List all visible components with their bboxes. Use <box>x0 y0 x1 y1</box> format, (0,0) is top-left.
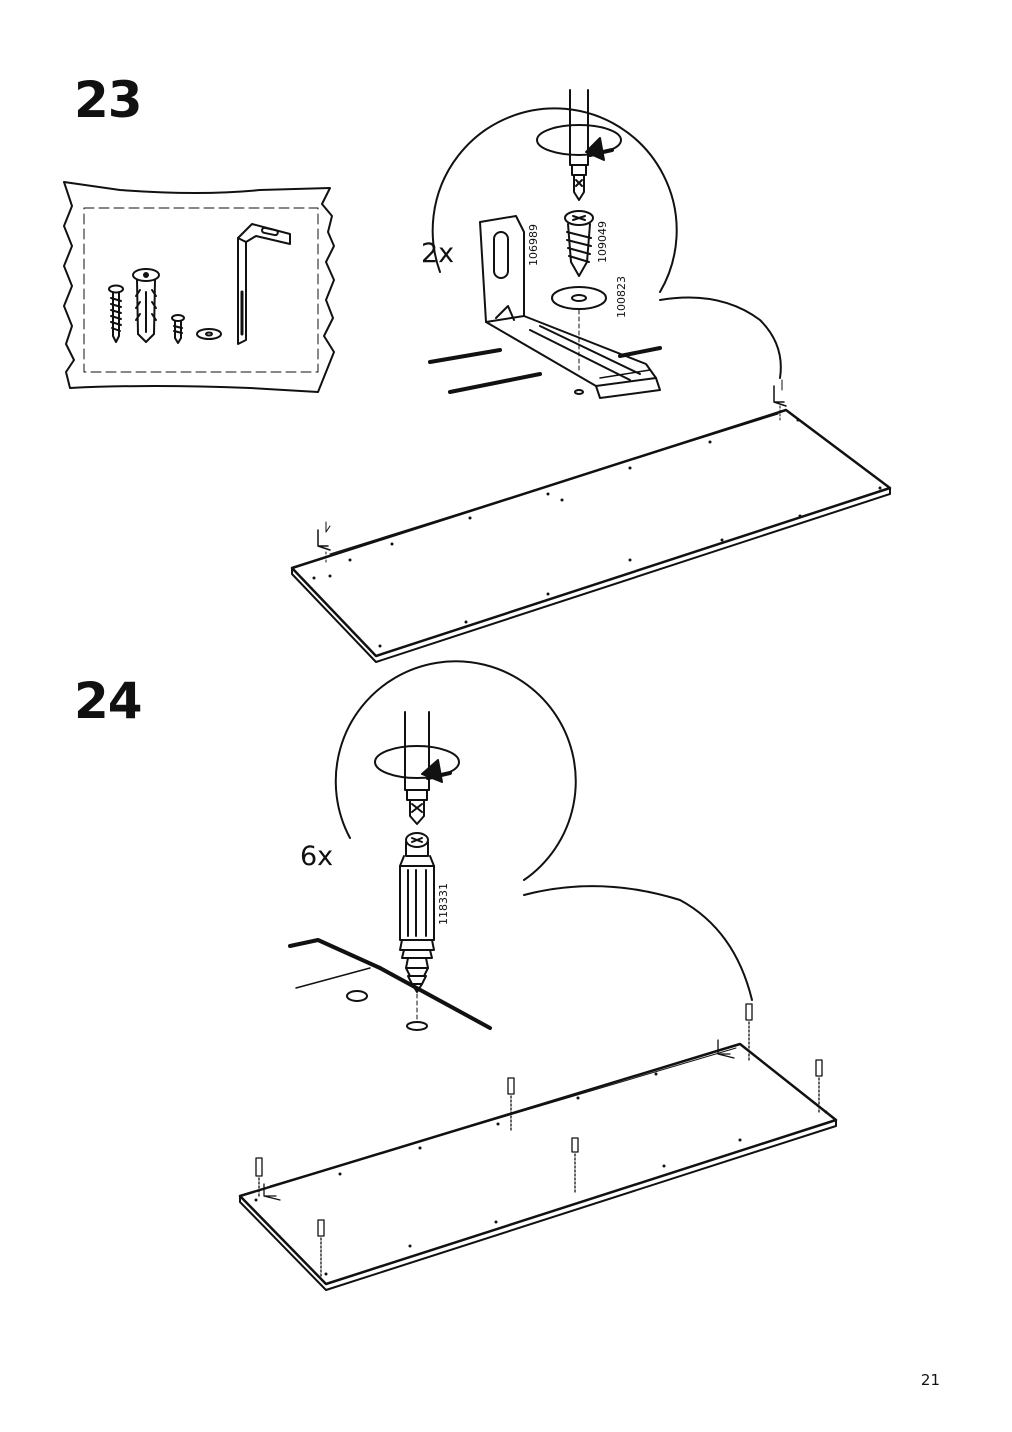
screw-icon <box>108 284 124 343</box>
panel-icon <box>238 1042 838 1291</box>
screwdriver-icon <box>404 711 430 825</box>
page-number: 21 <box>920 1371 940 1389</box>
small-screw-icon <box>171 314 185 344</box>
bracket-icon <box>237 223 291 345</box>
part-number-screw: 109049 <box>596 221 609 263</box>
part-number-bracket: 106989 <box>527 224 540 266</box>
detail-circle <box>431 107 782 379</box>
step-23-number: 23 <box>74 71 143 129</box>
washer-icon <box>196 328 222 340</box>
wall-plug-icon <box>132 268 160 343</box>
small-bracket-icon <box>317 379 787 565</box>
screwdriver-icon <box>569 89 589 201</box>
rotation-arrow-icon <box>536 124 622 161</box>
part-number-washer: 100823 <box>615 276 628 318</box>
panel-dowel-icon <box>255 1003 823 1277</box>
detail-washer-icon <box>551 286 607 310</box>
detail-bracket-icon <box>479 215 661 399</box>
rotation-arrow-icon <box>374 745 460 783</box>
hardware-bag-icon <box>63 181 335 393</box>
part-number-dowel: 118331 <box>437 883 450 925</box>
detail-circle <box>334 660 753 1001</box>
step-24-number: 24 <box>74 672 143 730</box>
step-24-quantity: 6x <box>300 841 334 872</box>
dowel-icon <box>399 832 435 993</box>
panel-icon <box>290 408 892 663</box>
detail-screw-icon <box>564 210 594 277</box>
